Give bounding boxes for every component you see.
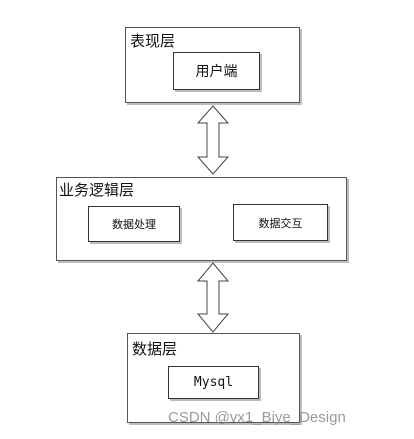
double-arrow-bottom (196, 262, 230, 333)
data-layer-title: 数据层 (132, 340, 178, 358)
client-box-label: 用户端 (195, 64, 238, 80)
data-layer: 数据层 Mysql (127, 333, 300, 423)
double-arrow-top (196, 105, 230, 175)
data-interaction-box: 数据交互 (233, 204, 328, 241)
mysql-box: Mysql (168, 366, 259, 399)
business-logic-layer: 业务逻辑层 数据处理 数据交互 (56, 177, 347, 261)
watermark-text: CSDN @vx1_Biye_Design (168, 409, 346, 426)
data-processing-box: 数据处理 (88, 206, 180, 242)
mysql-box-label: Mysql (193, 375, 234, 390)
client-box: 用户端 (173, 52, 260, 90)
presentation-layer: 表现层 用户端 (125, 27, 300, 103)
business-logic-layer-title: 业务逻辑层 (59, 181, 135, 199)
data-interaction-label: 数据交互 (258, 216, 303, 230)
presentation-layer-title: 表现层 (130, 32, 176, 50)
data-processing-label: 数据处理 (112, 218, 156, 231)
